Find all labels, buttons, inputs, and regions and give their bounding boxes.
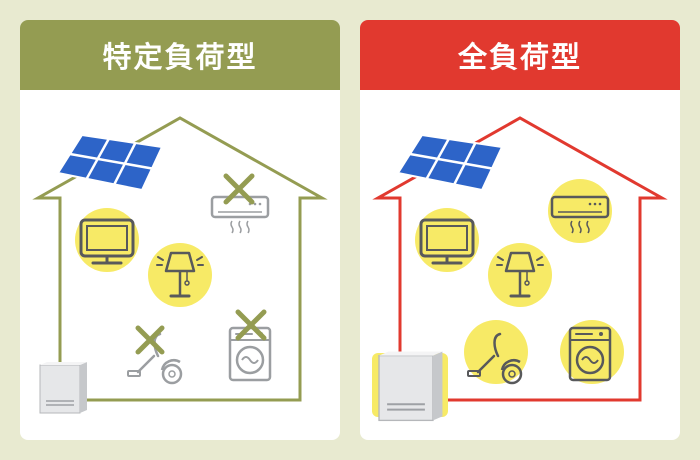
specific-load-title: 特定負荷型 bbox=[20, 20, 340, 90]
specific-load-house-illustration bbox=[20, 90, 340, 440]
full-load-house-illustration bbox=[360, 90, 680, 440]
excluded-mark bbox=[135, 325, 165, 355]
air-conditioner-highlight bbox=[548, 179, 612, 243]
excluded-mark bbox=[235, 309, 267, 341]
house-outline bbox=[32, 116, 328, 402]
washing-machine-highlight bbox=[560, 320, 624, 384]
full-load-title: 全負荷型 bbox=[360, 20, 680, 90]
storage-battery-icon bbox=[39, 361, 88, 414]
storage-battery-icon bbox=[377, 350, 444, 422]
specific-load-panel: 特定負荷型 bbox=[20, 20, 340, 440]
solar-panel-icon bbox=[396, 133, 504, 192]
full-load-panel: 全負荷型 bbox=[360, 20, 680, 440]
solar-panel-icon bbox=[56, 133, 164, 192]
excluded-mark bbox=[223, 173, 255, 205]
air-conditioner-icon bbox=[210, 195, 270, 235]
house-outline bbox=[372, 116, 668, 402]
